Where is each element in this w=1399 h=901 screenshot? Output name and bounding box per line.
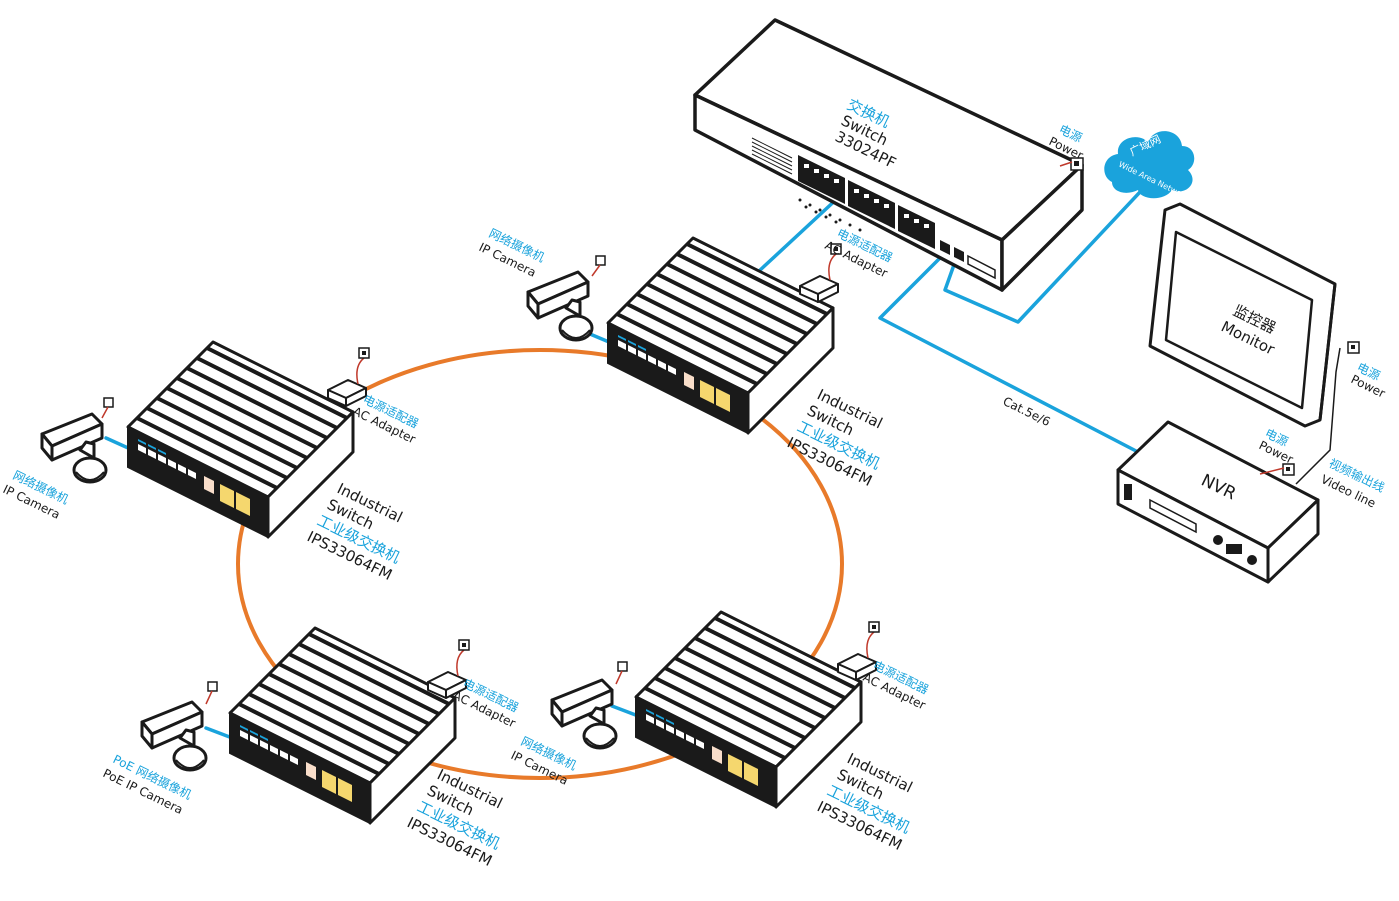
adapter-left	[327, 347, 370, 407]
camera-bl-plug	[205, 681, 218, 705]
industrial-switch-bottom-right	[634, 610, 863, 809]
monitor-power-plug	[1347, 341, 1360, 354]
wan-cloud: 广域网 Wide Area Network	[1104, 131, 1195, 202]
nvr-power-plug	[1259, 463, 1295, 476]
ring-link	[236, 348, 844, 780]
camera-top-plug	[591, 255, 606, 277]
camera-left-plug	[101, 397, 114, 419]
nvr: NVR	[1116, 420, 1320, 584]
core-switch: 交换机 Switch 33024PF	[693, 18, 1084, 292]
core-power-plug	[1059, 157, 1084, 171]
industrial-switch-left	[126, 340, 355, 539]
video-line-cable	[1295, 347, 1341, 485]
industrial-switch-top	[606, 236, 835, 435]
camera-left	[40, 412, 108, 484]
camera-bottom-left	[140, 700, 208, 772]
camera-br-plug	[615, 661, 628, 685]
nvr-cable	[878, 256, 1140, 454]
wan-cable	[943, 190, 1142, 324]
core-switch-ports-b	[848, 180, 895, 229]
industrial-switch-bottom-left	[228, 626, 457, 825]
camera-bottom-right	[550, 678, 618, 750]
core-switch-ports-a	[798, 155, 845, 204]
core-switch-vent	[751, 137, 793, 175]
monitor: 监控器 Monitor	[1148, 202, 1337, 428]
camera-top	[526, 270, 594, 342]
cable-label: Cat.5e/6	[1001, 394, 1053, 429]
uplink-cable	[756, 194, 842, 274]
